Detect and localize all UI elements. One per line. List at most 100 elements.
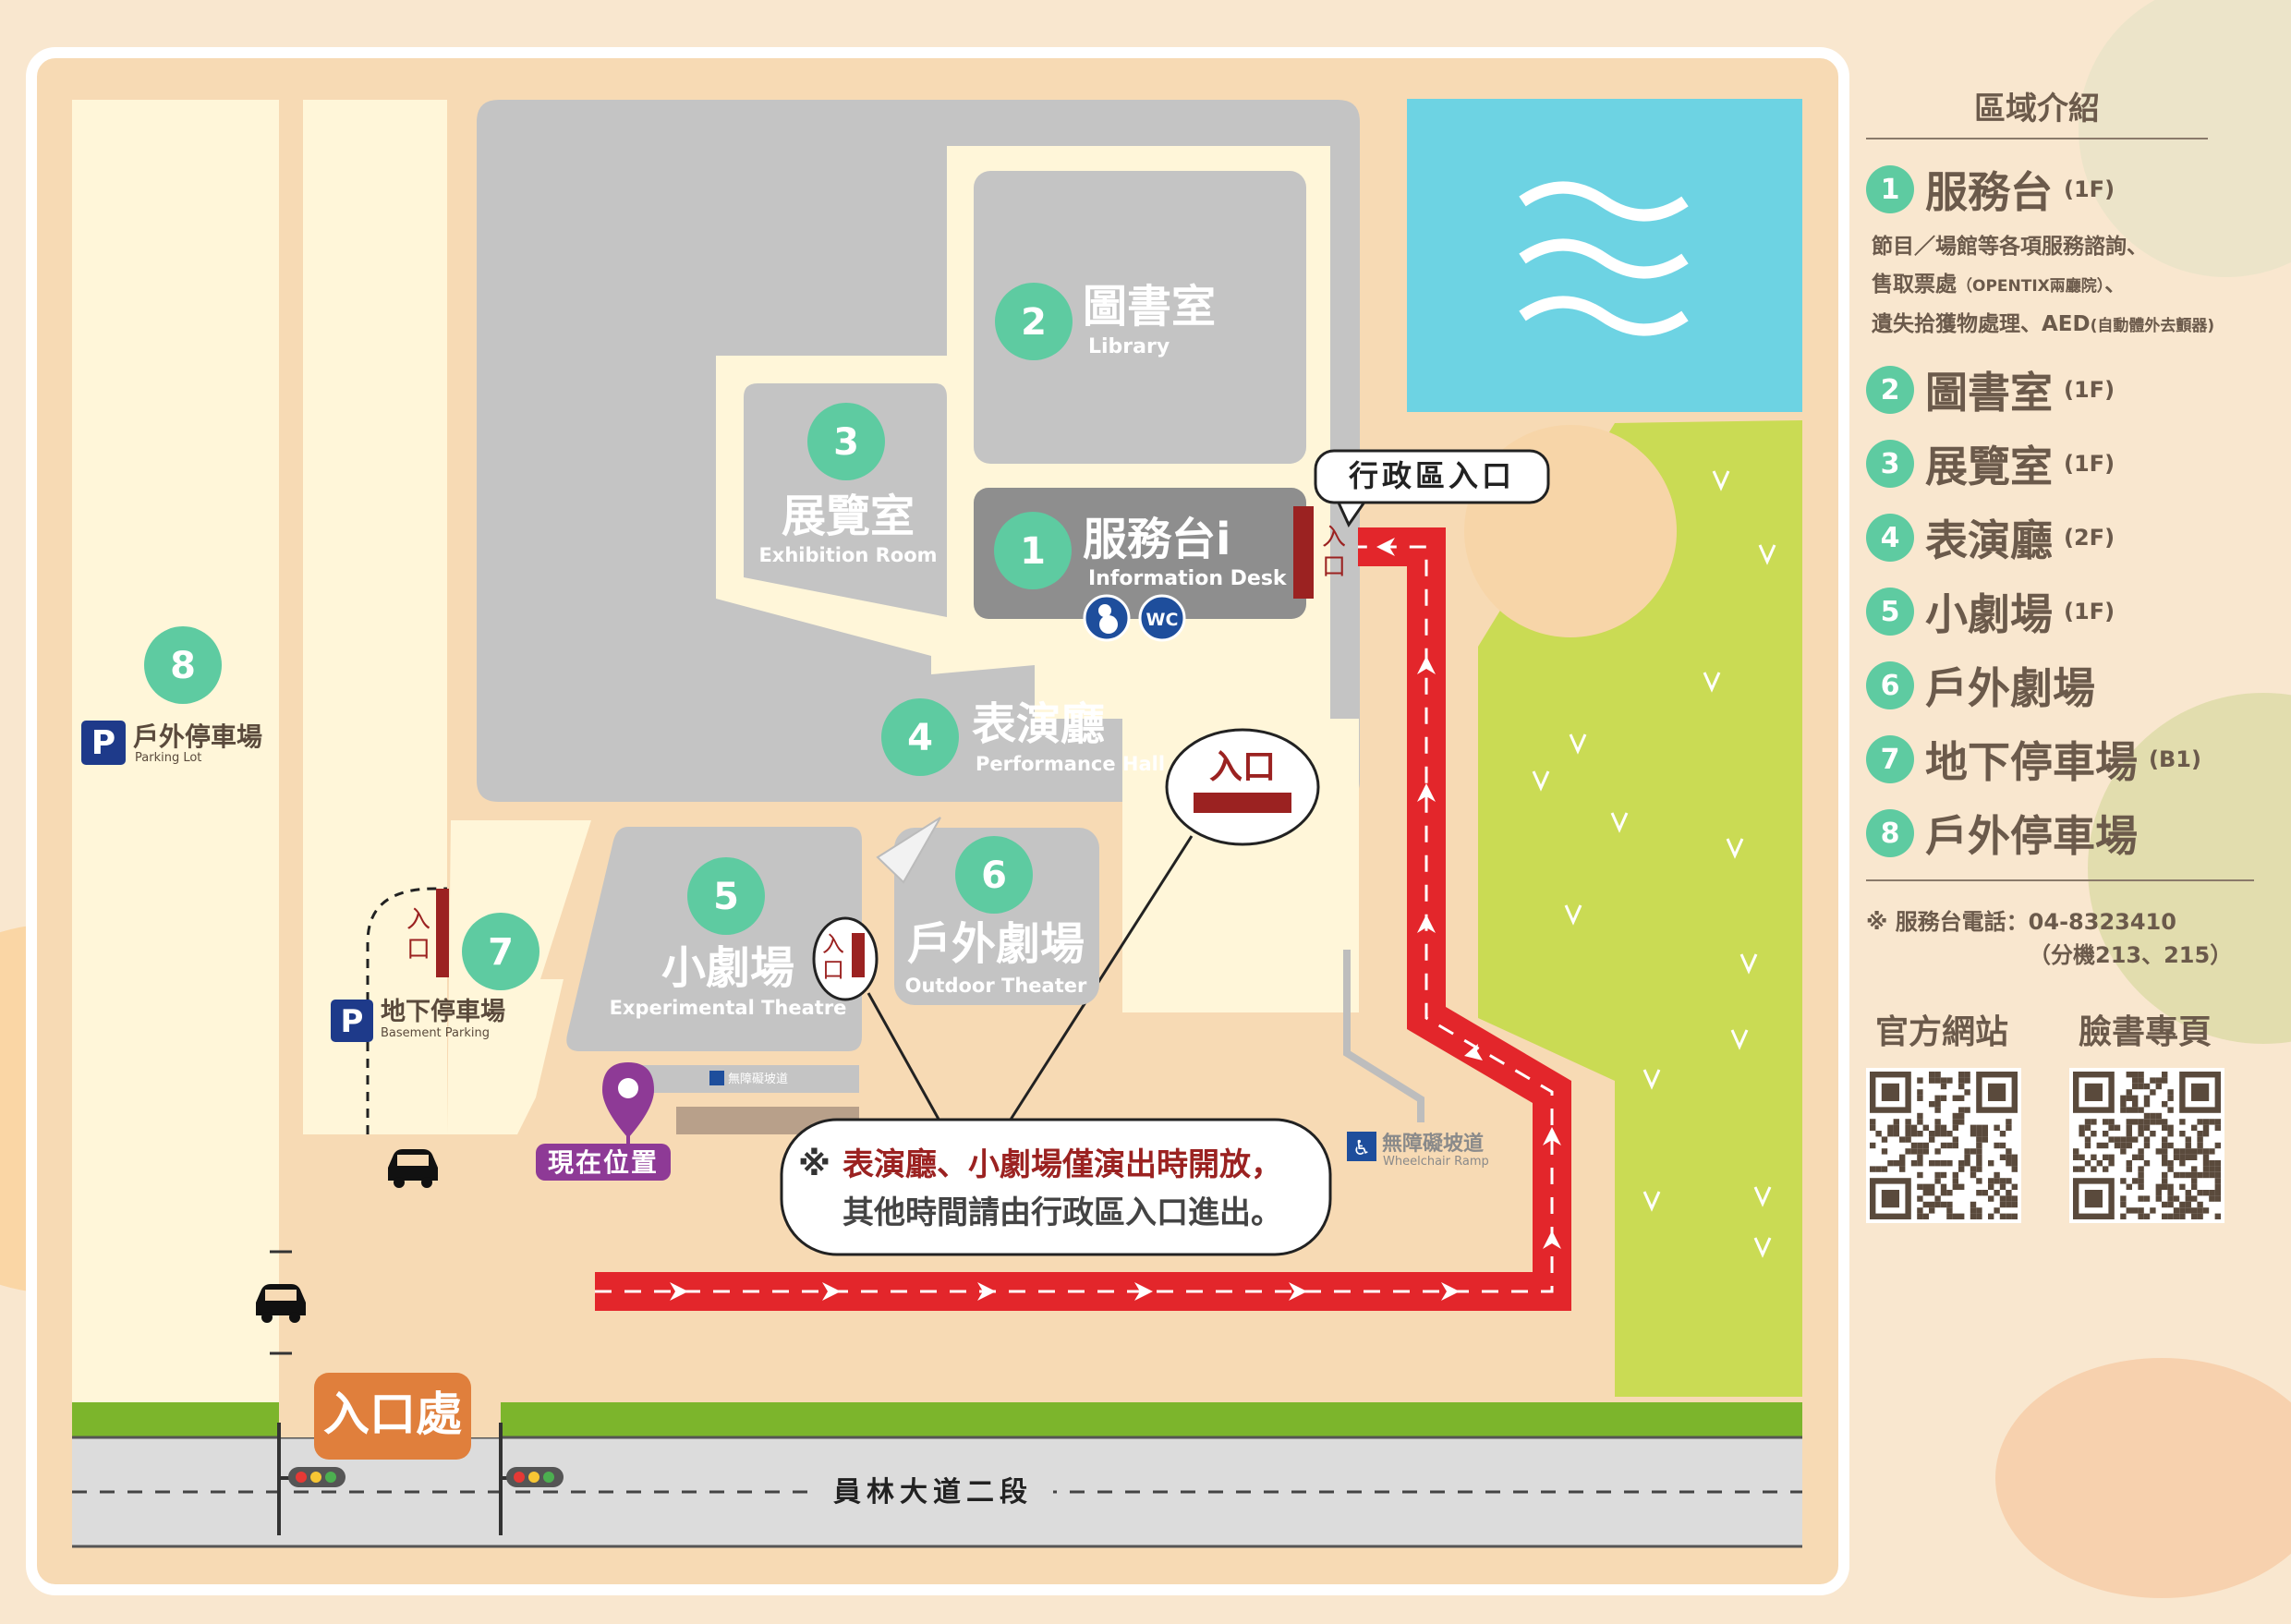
waves-icon (1519, 181, 1689, 222)
svg-text:口: 口 (1322, 553, 1346, 581)
legend-panel: 區域介紹 1 服務台 (1F) 節目／場館等各項服務諮詢、 售取票處（OPENT… (1866, 83, 2273, 1223)
bg-blob (2088, 693, 2291, 1044)
svg-text:5: 5 (713, 876, 739, 918)
basement-ramp-outline (366, 887, 447, 1134)
experimental-theatre-building[interactable] (566, 827, 862, 1051)
marker-5 (687, 857, 765, 935)
svg-text:4: 4 (907, 717, 933, 759)
notice-line-2: 其他時間請由行政區入口進出。 (842, 1194, 1282, 1231)
svg-text:口: 口 (406, 936, 430, 963)
admin-entrance-door[interactable] (1293, 506, 1314, 599)
legend-item: 7 地下停車場 (B1) (1866, 722, 2273, 796)
legend-title: 區域介紹 (1866, 83, 2208, 139)
performance-hall-label-en: Performance Hall (976, 753, 1165, 775)
parking-lot-label: 戶外停車場 (133, 721, 262, 752)
current-location-badge (536, 1144, 671, 1181)
legend-item: 6 戶外劇場 (1866, 648, 2273, 722)
library-label-en: Library (1088, 335, 1170, 358)
svg-text:WC: WC (1146, 610, 1179, 630)
svg-text:口: 口 (822, 957, 844, 983)
legend-item: 4 表演廳 (2F) (1866, 501, 2273, 575)
notice-line-1: 表演廳、小劇場僅演出時開放， (842, 1146, 1282, 1183)
main-entrance-badge[interactable] (314, 1373, 471, 1460)
wheelchair-ramp-small (637, 1065, 859, 1093)
marker-4 (881, 698, 959, 776)
marker-3 (807, 403, 885, 480)
current-location-label: 現在位置 (548, 1147, 659, 1178)
outdoor-theater-label-en: Outdoor Theater (905, 975, 1087, 997)
waves-icon (1519, 296, 1689, 336)
svg-text:入: 入 (1322, 524, 1346, 551)
road-name: 員林大道二段 (833, 1476, 1033, 1509)
info-desk-description: 節目／場館等各項服務諮詢、 售取票處（OPENTIX兩廳院）、 遺失拾獲物處理、… (1872, 235, 2215, 336)
admin-entrance-label: 行政區入口 (1349, 458, 1515, 493)
notice-mark: ※ (798, 1145, 830, 1183)
exhibition-room[interactable] (744, 383, 947, 617)
info-desk-label: 服務台i (1083, 514, 1230, 565)
basement-parking-label-en: Basement Parking (381, 1026, 490, 1040)
svg-text:P: P (341, 1003, 364, 1040)
nursing-room-icon (1083, 594, 1131, 642)
marker-8 (144, 626, 222, 704)
outdoor-theater-label: 戶外劇場 (907, 918, 1085, 970)
traffic-light-icon (279, 1467, 345, 1487)
website-label: 官方網站 (1875, 1013, 2009, 1051)
map-pin-icon (602, 1062, 654, 1145)
library-room[interactable] (974, 171, 1306, 464)
svg-text:無障礙坡道: 無障礙坡道 (728, 1073, 788, 1086)
svg-text:3: 3 (833, 421, 859, 464)
svg-text:入: 入 (822, 931, 844, 957)
legend-item: 1 服務台 (1F) (1866, 152, 2273, 226)
route-arrow-icon (670, 538, 1561, 1301)
grass-marks (1532, 470, 1776, 1258)
facebook-qr-code-icon[interactable] (2069, 1068, 2224, 1223)
legend-item: 2 圖書室 (1F) (1866, 353, 2273, 427)
svg-text:2: 2 (1021, 301, 1047, 344)
parking-icon (331, 1000, 373, 1042)
experimental-theatre-label-en: Experimental Theatre (610, 997, 847, 1019)
admin-entrance-callout (1314, 449, 1550, 504)
svg-text:1: 1 (1020, 530, 1046, 573)
bg-blob (1995, 1358, 2291, 1598)
hall-entrance-bubble (1165, 728, 1320, 846)
info-desk-label-en: Information Desk (1088, 567, 1288, 590)
notice-bubble (780, 1118, 1332, 1256)
experimental-theatre-label: 小劇場 (661, 942, 794, 994)
marker-2 (995, 283, 1073, 360)
service-phone: ※ 服務台電話：04-8323410 （分機213、215） (1866, 909, 2233, 968)
legend-item: 8 戶外停車場 (1866, 796, 2273, 870)
basement-entrance-door[interactable] (436, 889, 449, 977)
website-qr-code-icon[interactable] (1866, 1068, 2021, 1223)
svg-text:P: P (91, 724, 115, 762)
svg-text:入: 入 (406, 906, 430, 934)
svg-text:8: 8 (170, 645, 196, 687)
ramp-label-en: Wheelchair Ramp (1383, 1155, 1489, 1169)
exhibition-label: 展覽室 (782, 491, 915, 542)
outdoor-theater-building[interactable] (894, 828, 1099, 1005)
waves-icon (1519, 238, 1689, 279)
hall-entrance-label: 入口 (1209, 748, 1276, 786)
basement-parking-strip (303, 100, 447, 1134)
svg-text:7: 7 (488, 931, 514, 974)
car-icon (388, 1149, 438, 1188)
wheelchair-icon (1347, 1132, 1376, 1161)
east-ramp (1343, 950, 1424, 1122)
car-icon (256, 1284, 306, 1323)
wc-icon: WC (1138, 594, 1186, 642)
basement-parking-label: 地下停車場 (381, 997, 505, 1026)
ramp-label: 無障礙坡道 (1382, 1132, 1484, 1156)
marker-1 (994, 512, 1072, 589)
legend-item: 5 小劇場 (1F) (1866, 575, 2273, 648)
svg-text:♿: ♿ (1352, 1137, 1371, 1160)
parking-lot-label-en: Parking Lot (135, 751, 201, 765)
legend-item: 3 展覽室 (1F) (1866, 427, 2273, 501)
marker-7 (462, 913, 539, 990)
arrow-pointer (876, 817, 941, 884)
parking-icon (81, 721, 126, 765)
grass-area (1478, 420, 1802, 1397)
wheelchair-icon (709, 1071, 724, 1085)
library-label: 圖書室 (1083, 281, 1216, 333)
main-entrance-label: 入口處 (323, 1388, 462, 1441)
